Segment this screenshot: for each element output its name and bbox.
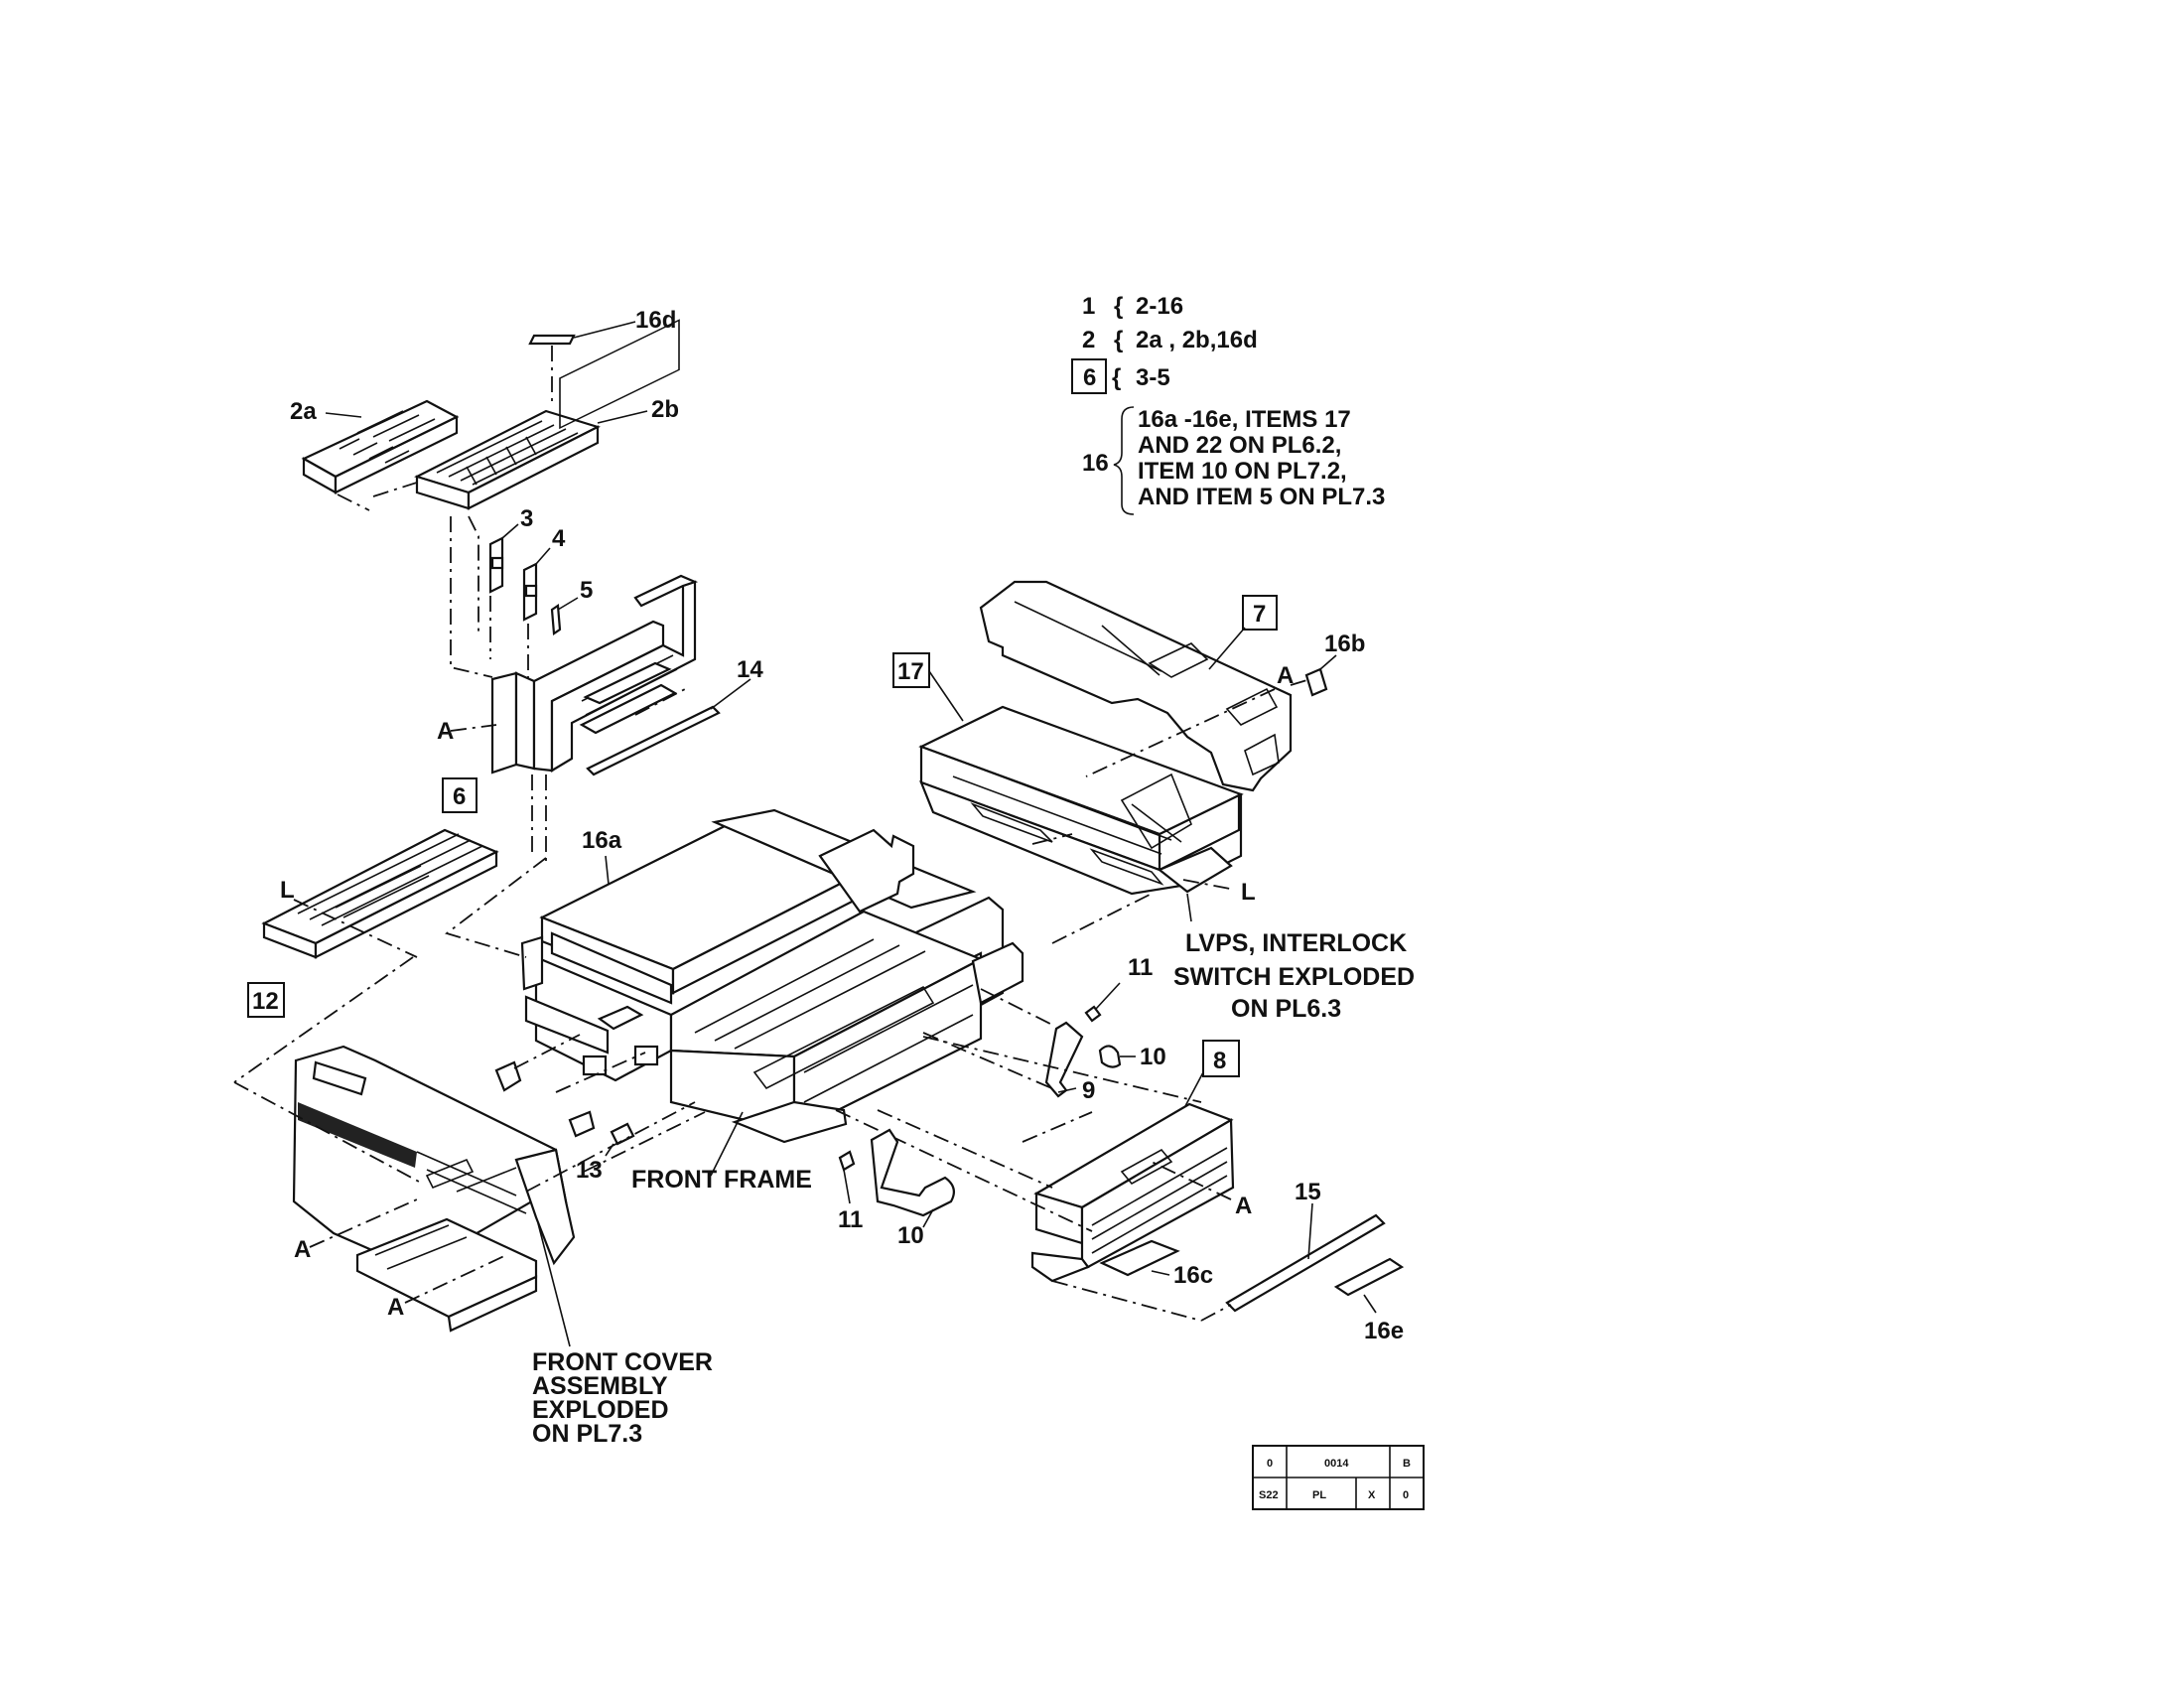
part-2a: 2a — [290, 398, 460, 511]
title-block-cell-0b: 0 — [1403, 1489, 1409, 1501]
front-frame-note: FRONT FRAME — [631, 1111, 812, 1194]
title-block-cell-x: X — [1368, 1489, 1376, 1501]
legend-value-2: 2a , 2b,16d — [1136, 327, 1258, 353]
front-cover-note-line-4: ON PL7.3 — [532, 1420, 642, 1448]
callout-2b: 2b — [651, 396, 679, 423]
callout-4: 4 — [552, 525, 566, 552]
legend-key-2: 2 — [1082, 327, 1095, 353]
callout-6: 6 — [453, 783, 466, 810]
front-small-parts: 13 — [494, 1034, 706, 1193]
title-block-cell-0: 0 — [1267, 1458, 1273, 1470]
part-10-upper: 10 — [1098, 1044, 1166, 1070]
front-cover-assembly: A A FRONT COVER ASSEMBLY EXPLODED ON PL7… — [233, 1045, 713, 1448]
callout-10-upper: 10 — [1140, 1044, 1166, 1070]
callout-11-upper: 11 — [1128, 954, 1153, 981]
legend-key-6: 6 — [1083, 364, 1096, 391]
callout-7-box — [1242, 595, 1278, 631]
title-block-cell-s22: S22 — [1259, 1489, 1279, 1501]
callout-14: 14 — [737, 656, 763, 683]
callout-10-lower: 10 — [897, 1222, 924, 1249]
legend-key-16: 16 — [1082, 450, 1109, 477]
callout-12-box — [247, 982, 285, 1018]
lvps-note-line-2: SWITCH EXPLODED — [1173, 963, 1415, 991]
legend-brace-16 — [1113, 406, 1135, 515]
leader-dash-9 — [980, 988, 1053, 1026]
callout-12: 12 — [252, 988, 279, 1015]
legend-brace-2: { — [1114, 327, 1123, 353]
part-16d: 16d — [528, 307, 676, 407]
legend: 1 { 2-16 2 { 2a , 2b,16d 6 { 3-5 16 16a … — [1071, 293, 1385, 515]
callout-9: 9 — [1082, 1077, 1095, 1104]
legend-16-line-1: 16a -16e, ITEMS 17 — [1138, 406, 1351, 433]
ref-a-cover-1: A — [294, 1236, 311, 1263]
ref-a-8: A — [1235, 1193, 1252, 1219]
part-16c: 16c — [1099, 1239, 1213, 1289]
title-block-cell-0014: 0014 — [1324, 1458, 1349, 1470]
legend-16-line-3: ITEM 10 ON PL7.2, — [1138, 458, 1347, 485]
lvps-note-line-1: LVPS, INTERLOCK — [1185, 929, 1407, 957]
front-frame-note-text: FRONT FRAME — [631, 1166, 812, 1194]
legend-16-line-2: AND 22 ON PL6.2, — [1138, 432, 1341, 459]
part-12: L 12 — [233, 828, 499, 1083]
ref-l-12: L — [280, 877, 295, 904]
legend-brace-6: { — [1112, 364, 1121, 391]
callout-16c: 16c — [1173, 1262, 1213, 1289]
part-16e: 16e — [1333, 1257, 1405, 1344]
part-11-upper: 11 — [1084, 954, 1153, 1023]
callout-17: 17 — [897, 658, 924, 685]
part-11-lower: 11 — [838, 1150, 863, 1233]
title-block-cell-b: B — [1403, 1458, 1411, 1470]
callout-16e: 16e — [1364, 1318, 1404, 1344]
legend-value-1: 2-16 — [1136, 293, 1183, 320]
legend-key-6-box — [1071, 358, 1107, 394]
legend-value-6: 3-5 — [1136, 364, 1170, 391]
part-17: 17 L — [892, 652, 1256, 906]
callout-5: 5 — [580, 577, 593, 604]
front-cover-note-line-2: ASSEMBLY — [532, 1372, 668, 1400]
legend-16-line-4: AND ITEM 5 ON PL7.3 — [1138, 484, 1385, 510]
ref-a-7: A — [1277, 662, 1294, 689]
front-cover-note-line-3: EXPLODED — [532, 1396, 669, 1424]
legend-key-1: 1 — [1082, 293, 1095, 320]
callout-7: 7 — [1253, 601, 1266, 628]
part-2b: 2b — [372, 396, 679, 510]
callout-2a: 2a — [290, 398, 317, 425]
front-cover-note-line-1: FRONT COVER — [532, 1348, 713, 1376]
part-14: 14 — [586, 656, 763, 776]
ref-a-frame-6: A — [437, 718, 454, 745]
lvps-note: LVPS, INTERLOCK SWITCH EXPLODED ON PL6.3 — [1173, 893, 1415, 1023]
part-7: 7 A — [979, 580, 1311, 792]
part-6-frame: 3 4 5 A 6 — [437, 319, 699, 864]
title-block: 0 0014 B S22 PL X 0 — [1252, 1445, 1425, 1510]
ref-a-cover-2: A — [387, 1294, 404, 1321]
ref-l-17: L — [1241, 879, 1256, 906]
part-10-lower: 10 — [870, 1128, 956, 1249]
callout-15: 15 — [1295, 1179, 1321, 1205]
part-8: 8 A — [1022, 1040, 1252, 1283]
part-3: 3 — [488, 505, 533, 594]
legend-brace-1: { — [1114, 293, 1123, 320]
part-16b: 16b — [1304, 631, 1365, 697]
title-block-cell-pl: PL — [1312, 1489, 1326, 1501]
callout-16b: 16b — [1324, 631, 1365, 657]
callout-16d: 16d — [635, 307, 676, 334]
part-5: 5 — [550, 577, 593, 635]
callout-16a: 16a — [582, 827, 622, 854]
part-15: 15 — [1200, 1179, 1386, 1322]
part-4: 4 — [522, 525, 566, 622]
part-9: 9 — [1044, 1021, 1095, 1104]
callout-6-box — [442, 777, 478, 813]
part-16a-main-unit: 16a — [520, 808, 1024, 1144]
callout-11-lower: 11 — [838, 1206, 863, 1233]
callout-17-box — [892, 652, 930, 688]
callout-13: 13 — [576, 1157, 603, 1184]
assembly-leaders — [445, 857, 1202, 1322]
callout-8-box — [1202, 1040, 1240, 1077]
callout-3: 3 — [520, 505, 533, 532]
callout-8: 8 — [1213, 1048, 1226, 1074]
lvps-note-line-3: ON PL6.3 — [1231, 995, 1341, 1023]
